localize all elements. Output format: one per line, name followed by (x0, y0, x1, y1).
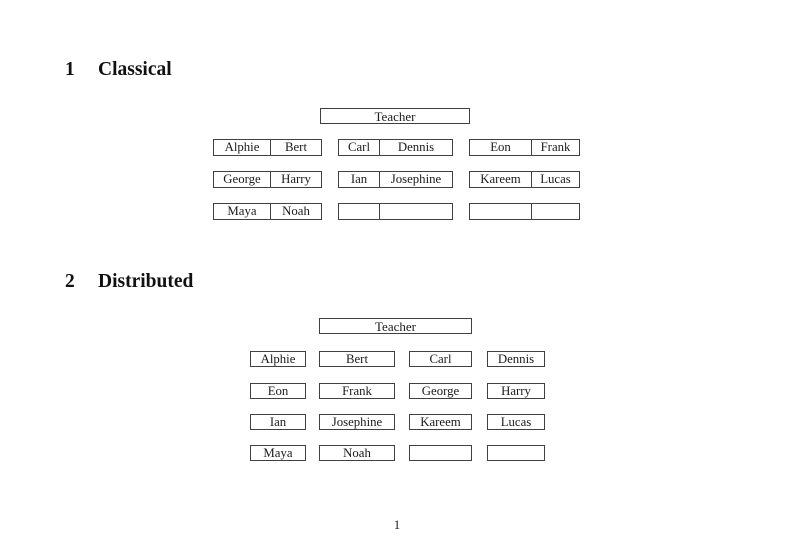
seat-box: Ian (250, 414, 306, 430)
desk-box: Alphie Bert (213, 139, 322, 156)
seat-cell-left: George (214, 172, 271, 187)
seat-box: Eon (250, 383, 306, 399)
seat-box: George (409, 383, 472, 399)
seat-box: Carl (409, 351, 472, 367)
seat-box (409, 445, 472, 461)
seat-cell-right: Frank (540, 140, 571, 155)
seat-cell-right: Josephine (390, 172, 442, 187)
seat-cell-left (470, 204, 532, 219)
seat-box (487, 445, 545, 461)
desk-box (338, 203, 453, 220)
seat-cell-left: Eon (470, 140, 532, 155)
seat-cell-left (339, 204, 380, 219)
seat-box: Kareem (409, 414, 472, 430)
desk-box: Kareem Lucas (469, 171, 580, 188)
desk-box: Maya Noah (213, 203, 322, 220)
desk-box: Ian Josephine (338, 171, 453, 188)
seat-cell-right: Dennis (397, 140, 435, 155)
seat-box: Maya (250, 445, 306, 461)
seat-cell-left: Alphie (214, 140, 271, 155)
seat-cell-left: Carl (339, 140, 380, 155)
section-title: Classical (98, 59, 172, 80)
section-heading-distributed: 2 Distributed (65, 272, 193, 292)
desk-box: George Harry (213, 171, 322, 188)
seat-box: Lucas (487, 414, 545, 430)
desk-box: Eon Frank (469, 139, 580, 156)
seat-cell-right (380, 204, 452, 219)
seat-box: Alphie (250, 351, 306, 367)
seat-cell-right: Bert (284, 140, 308, 155)
seat-box: Frank (319, 383, 395, 399)
seat-cell-left: Maya (214, 204, 271, 219)
seat-box: Josephine (319, 414, 395, 430)
section-number: 1 (65, 59, 75, 80)
section-heading-classical: 1 Classical (65, 60, 172, 80)
page-number: 1 (393, 517, 401, 532)
desk-box: Carl Dennis (338, 139, 453, 156)
seat-cell-right: Noah (282, 204, 310, 219)
seat-cell-left: Ian (339, 172, 380, 187)
seat-box: Harry (487, 383, 545, 399)
section-number: 2 (65, 271, 75, 292)
desk-box (469, 203, 580, 220)
seat-cell-right: Harry (281, 172, 311, 187)
teacher-box: Teacher (320, 108, 470, 124)
section-title: Distributed (98, 271, 194, 292)
seat-cell-right (532, 204, 579, 219)
seat-box: Noah (319, 445, 395, 461)
seat-box: Bert (319, 351, 395, 367)
seat-cell-right: Lucas (540, 172, 571, 187)
seat-box: Dennis (487, 351, 545, 367)
seat-cell-left: Kareem (470, 172, 532, 187)
teacher-box: Teacher (319, 318, 472, 334)
